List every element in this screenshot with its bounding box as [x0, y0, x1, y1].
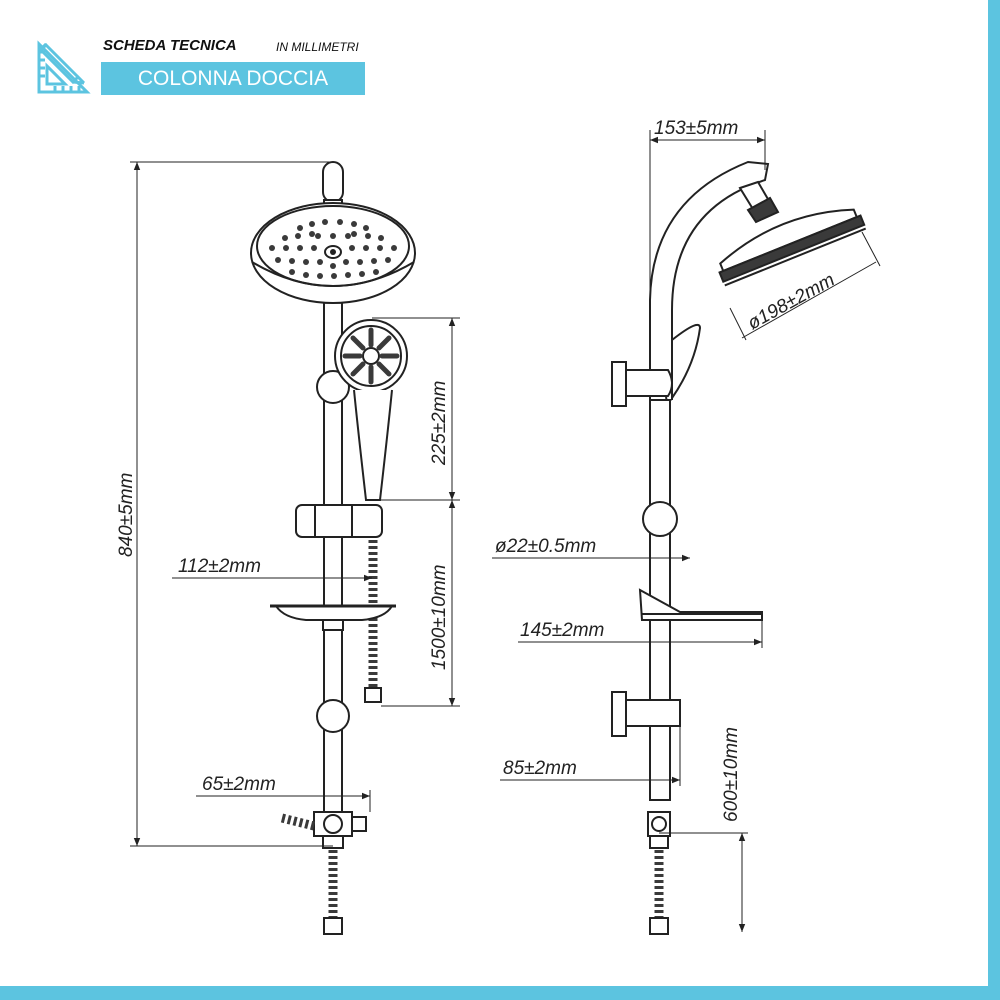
frame-bottom-border — [0, 986, 1000, 1000]
head-shower-side — [718, 208, 867, 287]
curved-arm — [649, 160, 770, 400]
bar-diameter-text: ø22±0.5mm — [495, 536, 596, 557]
frame-right-border — [988, 0, 1000, 1000]
upper-wall-bracket — [316, 370, 350, 404]
product-name: COLONNA DOCCIA — [137, 67, 329, 90]
head-diameter-text: ø198±2mm — [744, 269, 838, 334]
top-swivel — [322, 161, 344, 203]
head-diameter-line — [741, 261, 877, 339]
inlet-fitting-side — [649, 917, 669, 935]
slider-ring-side — [642, 501, 678, 537]
inlet-fitting-front — [323, 917, 343, 935]
total-height-text: 840±5mm — [116, 473, 137, 557]
diverter-width-text: 65±2mm — [202, 774, 276, 795]
hand-shower-side — [671, 324, 702, 402]
unit-label: IN MILLIMETRI — [276, 40, 359, 54]
soap-dish-side — [638, 588, 763, 621]
head-shower-front — [250, 202, 416, 304]
hand-drop-text: 225±2mm — [429, 381, 450, 466]
bracket-depth-text: 85±2mm — [503, 758, 577, 779]
diverter-front — [280, 811, 367, 849]
head-nozzles — [269, 219, 397, 279]
front-view — [250, 161, 416, 935]
lower-bracket-side — [611, 691, 627, 737]
shelf-depth-text: 145±2mm — [520, 620, 604, 641]
product-band — [101, 62, 365, 95]
sheet-title: SCHEDA TECNICA — [103, 37, 237, 54]
hand-shower-spray-pattern — [342, 327, 400, 385]
diverter-height-text: 600±10mm — [721, 727, 742, 822]
lower-wall-bracket — [316, 699, 350, 733]
soap-dish-front — [274, 605, 394, 621]
upper-bracket-side — [611, 361, 627, 407]
arm-reach-text: 153±5mm — [654, 118, 738, 139]
slider-holder — [295, 504, 383, 538]
hose-length-text: 1500±10mm — [429, 565, 450, 670]
side-view — [611, 160, 867, 935]
arm-offset-text: 112±2mm — [178, 556, 261, 577]
